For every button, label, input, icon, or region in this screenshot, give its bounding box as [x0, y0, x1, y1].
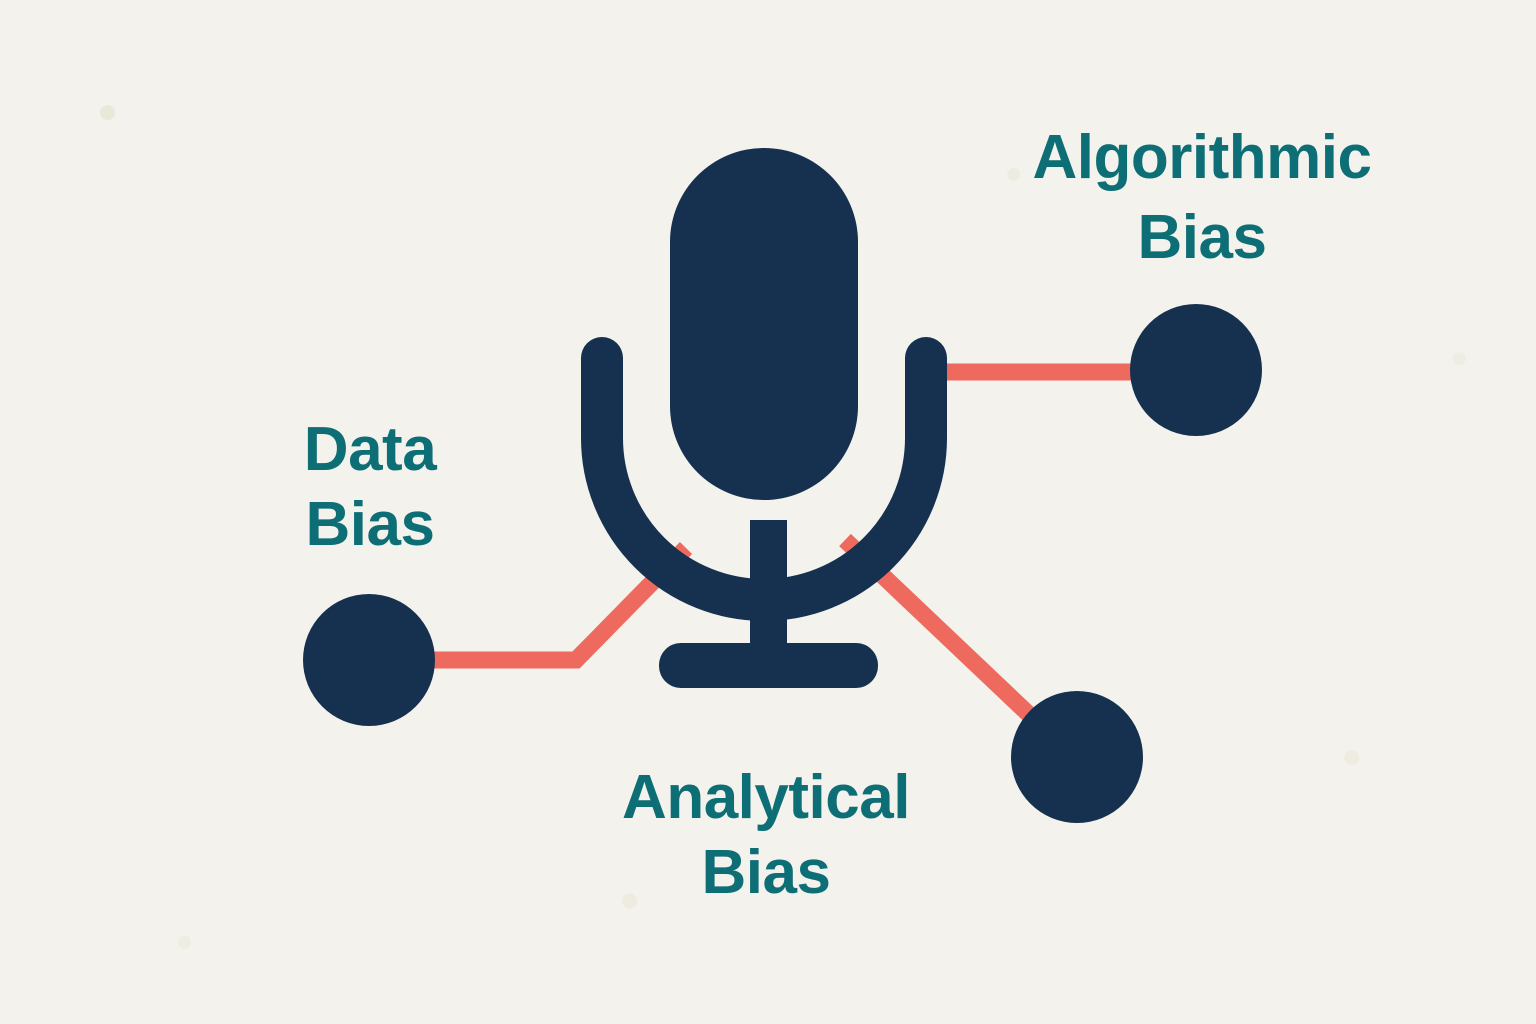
- label-analytical-bias-line2: Bias: [702, 838, 831, 907]
- label-algorithmic-bias-line2: Bias: [1138, 203, 1267, 272]
- label-analytical-bias: Analytical Bias: [622, 763, 910, 907]
- node-analytical-bias[interactable]: [1011, 691, 1143, 823]
- microphone-stem: [750, 520, 787, 660]
- microphone-capsule: [670, 148, 858, 500]
- label-algorithmic-bias: Algorithmic Bias: [1033, 123, 1372, 272]
- label-algorithmic-bias-line1: Algorithmic: [1033, 123, 1372, 192]
- node-algorithmic-bias[interactable]: [1130, 304, 1262, 436]
- label-data-bias: Data Bias: [304, 415, 438, 559]
- microphone-icon: [581, 148, 947, 688]
- node-layer: [303, 304, 1262, 823]
- label-data-bias-line2: Bias: [306, 490, 435, 559]
- label-data-bias-line1: Data: [304, 415, 437, 484]
- label-analytical-bias-line1: Analytical: [622, 763, 910, 832]
- node-data-bias[interactable]: [303, 594, 435, 726]
- connector-data-bias: [420, 542, 693, 669]
- microphone-base: [659, 643, 878, 688]
